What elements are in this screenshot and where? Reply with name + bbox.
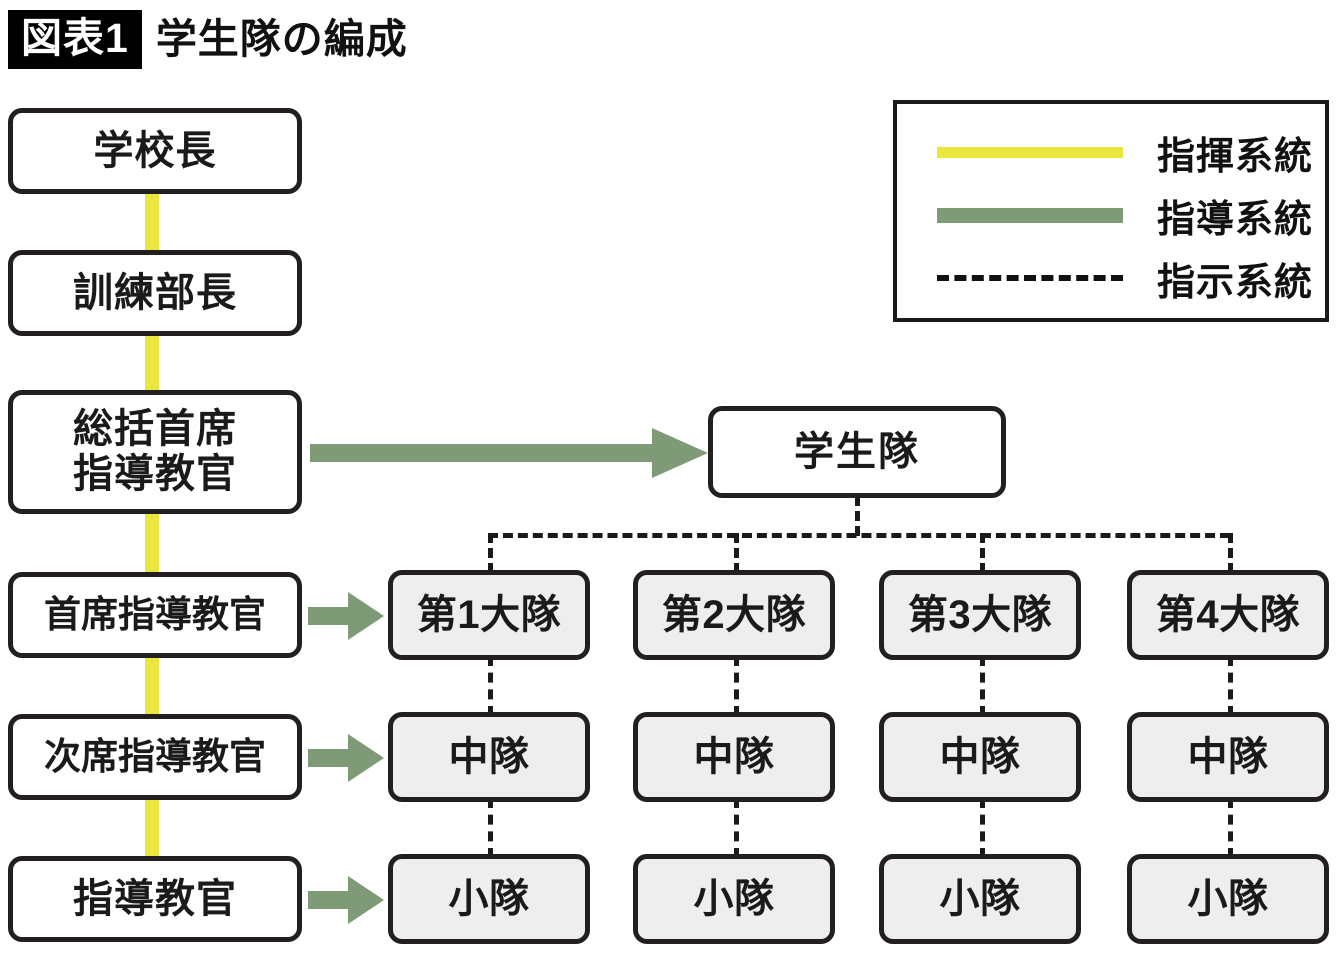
command-line-segment-5 xyxy=(145,796,159,860)
figure-number-badge: 図表1 xyxy=(8,9,142,69)
node-label: 中隊 xyxy=(448,734,530,779)
node-label: 第1大隊 xyxy=(416,592,562,637)
node-platoon-4[interactable]: 小隊 xyxy=(1127,854,1329,944)
command-line-segment-2 xyxy=(145,330,159,392)
node-school-commander[interactable]: 学校長 xyxy=(8,108,302,194)
node-label: 小隊 xyxy=(448,876,530,921)
node-label: 指導教官 xyxy=(73,876,237,921)
instruction-line-drop-battalion-2 xyxy=(734,533,739,573)
instruction-line-drop-battalion-3 xyxy=(980,533,985,573)
instruction-line-bus xyxy=(488,533,1230,538)
node-company-4[interactable]: 中隊 xyxy=(1127,712,1329,802)
instruction-line-drop-battalion-4 xyxy=(1228,533,1233,573)
figure-title-row: 図表1 学生隊の編成 xyxy=(8,8,408,70)
command-line-segment-1 xyxy=(145,190,159,250)
node-battalion-1[interactable]: 第1大隊 xyxy=(388,570,590,660)
guidance-arrow-to-platoon-1 xyxy=(308,874,384,926)
instruction-line-battalion-1-to-company-1 xyxy=(488,656,493,716)
node-label: 訓練部長 xyxy=(73,270,237,315)
legend-item-command: 指揮系統 xyxy=(937,130,1312,178)
node-battalion-3[interactable]: 第3大隊 xyxy=(879,570,1081,660)
node-label: 第4大隊 xyxy=(1155,592,1301,637)
instruction-line-company-1-to-platoon-1 xyxy=(488,798,493,858)
figure-title: 学生隊の編成 xyxy=(155,15,408,62)
instruction-line-battalion-3-to-company-3 xyxy=(980,656,985,716)
node-battalion-4[interactable]: 第4大隊 xyxy=(1127,570,1329,660)
command-line-segment-3 xyxy=(145,508,159,576)
node-label: 首席指導教官 xyxy=(44,594,266,636)
node-training-department-chief[interactable]: 訓練部長 xyxy=(8,250,302,336)
guidance-arrow-to-student-corps xyxy=(310,425,708,481)
node-label: 総括首席 指導教官 xyxy=(73,407,237,496)
guidance-line-swatch-icon xyxy=(937,207,1123,223)
instruction-line-battalion-4-to-company-4 xyxy=(1228,656,1233,716)
node-platoon-1[interactable]: 小隊 xyxy=(388,854,590,944)
node-platoon-2[interactable]: 小隊 xyxy=(633,854,835,944)
instruction-line-student-corps-drop xyxy=(855,496,860,536)
node-deputy-chief-instructor[interactable]: 次席指導教官 xyxy=(8,714,302,800)
guidance-arrow-to-battalion-1 xyxy=(308,590,384,642)
node-battalion-2[interactable]: 第2大隊 xyxy=(633,570,835,660)
command-line-segment-4 xyxy=(145,652,159,718)
node-label: 学校長 xyxy=(93,128,217,173)
node-label: 第3大隊 xyxy=(907,592,1053,637)
instruction-line-battalion-2-to-company-2 xyxy=(734,656,739,716)
legend-label: 指示系統 xyxy=(1157,261,1314,304)
guidance-arrow-to-company-1 xyxy=(308,732,384,784)
node-student-corps[interactable]: 学生隊 xyxy=(708,406,1006,498)
node-general-chief-instructor[interactable]: 総括首席 指導教官 xyxy=(8,390,302,514)
legend-label: 指導系統 xyxy=(1157,198,1314,241)
legend-box: 指揮系統 指導系統 指示系統 xyxy=(893,100,1329,322)
instruction-line-company-4-to-platoon-4 xyxy=(1228,798,1233,858)
node-platoon-3[interactable]: 小隊 xyxy=(879,854,1081,944)
instruction-line-drop-battalion-1 xyxy=(488,533,493,573)
node-label: 次席指導教官 xyxy=(44,736,266,778)
legend-label: 指揮系統 xyxy=(1157,135,1314,178)
node-label: 小隊 xyxy=(939,876,1021,921)
node-label: 小隊 xyxy=(693,876,775,921)
legend-item-guidance: 指導系統 xyxy=(937,193,1312,241)
node-company-3[interactable]: 中隊 xyxy=(879,712,1081,802)
node-label: 中隊 xyxy=(693,734,775,779)
instruction-line-company-3-to-platoon-3 xyxy=(980,798,985,858)
instruction-line-company-2-to-platoon-2 xyxy=(734,798,739,858)
node-company-1[interactable]: 中隊 xyxy=(388,712,590,802)
node-chief-instructor[interactable]: 首席指導教官 xyxy=(8,572,302,658)
command-line-swatch-icon xyxy=(937,146,1123,158)
node-label: 中隊 xyxy=(939,734,1021,779)
legend-item-instruction: 指示系統 xyxy=(937,256,1312,304)
node-instructor[interactable]: 指導教官 xyxy=(8,856,302,942)
node-label: 中隊 xyxy=(1187,734,1269,779)
node-label: 学生隊 xyxy=(794,429,920,474)
node-label: 第2大隊 xyxy=(661,592,807,637)
instruction-line-swatch-icon xyxy=(937,275,1123,281)
node-label: 小隊 xyxy=(1187,876,1269,921)
node-company-2[interactable]: 中隊 xyxy=(633,712,835,802)
